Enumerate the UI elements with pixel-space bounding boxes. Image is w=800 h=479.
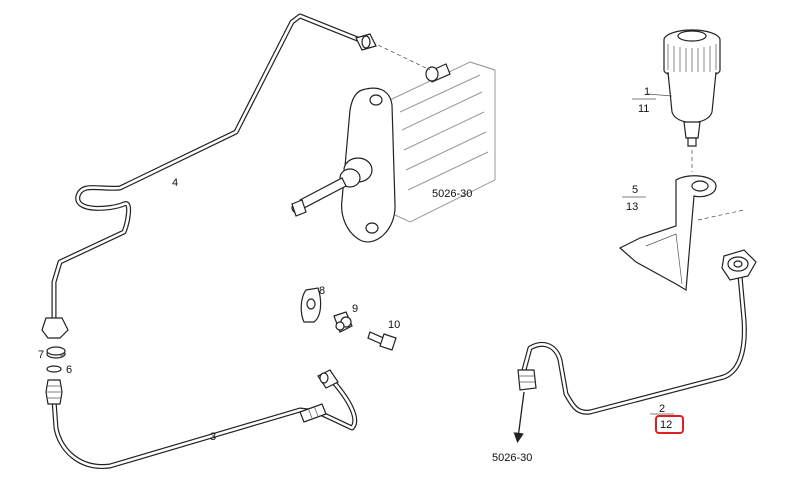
reservoir-bracket	[618, 175, 745, 292]
hose-3	[45, 369, 358, 469]
part-11-label: 11	[638, 103, 649, 115]
arrow-reference-label: 5026-30	[492, 452, 532, 464]
part-9-label: 9	[352, 303, 358, 315]
fluid-reservoir	[663, 29, 721, 172]
part-12-label[interactable]: 12	[660, 419, 672, 431]
pipe-2	[513, 249, 757, 444]
leader-7	[59, 353, 67, 357]
part-6-label: 6	[66, 364, 72, 376]
pipe-4	[41, 13, 377, 339]
part-10-label: 10	[388, 319, 400, 331]
part-4-label: 4	[172, 177, 178, 189]
part-8-label: 8	[319, 285, 325, 297]
part-7-label: 7	[38, 349, 44, 361]
part-2-label: 2	[659, 403, 665, 415]
part-5-label: 5	[632, 184, 638, 196]
bracket-8	[300, 287, 322, 323]
highlight-box[interactable]	[655, 415, 684, 434]
bolt-10	[367, 331, 397, 351]
part-3-label: 3	[210, 431, 216, 443]
part-13-label: 13	[626, 201, 638, 213]
seal-7	[46, 346, 66, 359]
clip-9	[333, 311, 353, 333]
cylinder-reference-label: 5026-30	[432, 188, 472, 200]
clutch-cylinder-illustration	[291, 41, 496, 243]
part-1-label: 1	[644, 86, 650, 98]
o-ring-6	[46, 365, 62, 373]
leader-1	[647, 93, 673, 97]
